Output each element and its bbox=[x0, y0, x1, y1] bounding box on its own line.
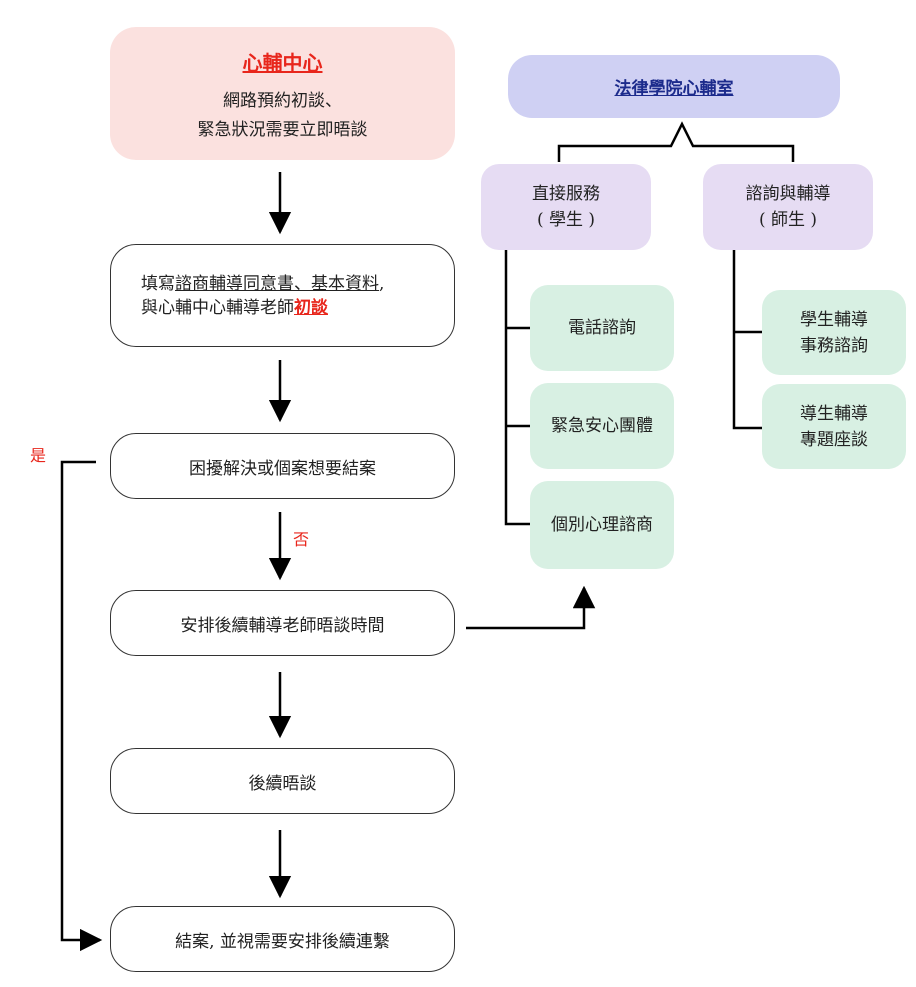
step-close-case: 結案, 並視需要安排後續連繫 bbox=[110, 906, 455, 972]
no-label: 否 bbox=[293, 530, 310, 549]
step2-text: 困擾解決或個案想要結案 bbox=[189, 458, 376, 479]
first-interview-link[interactable]: 初談 bbox=[294, 297, 328, 318]
student-affairs-consult-box: 學生輔導 事務諮詢 bbox=[762, 290, 906, 375]
step5-text: 結案, 並視需要安排後續連繫 bbox=[175, 931, 390, 952]
emergency-group-box: 緊急安心團體 bbox=[530, 383, 674, 469]
tree-consult-trunk bbox=[732, 250, 762, 430]
mentor-seminar-box: 導生輔導 專題座談 bbox=[762, 384, 906, 469]
direct-service-box: 直接服務 ( 學生 ) bbox=[481, 164, 651, 250]
step-fill-forms: 填寫諮商輔導同意書、基本資料, 與心輔中心輔導老師初談 bbox=[110, 244, 455, 347]
step-schedule-followup: 安排後續輔導老師晤談時間 bbox=[110, 590, 455, 656]
counseling-center-title[interactable]: 心輔中心 bbox=[242, 51, 323, 75]
tree-branch-top bbox=[557, 121, 795, 162]
student-affairs-line1: 學生輔導 bbox=[800, 309, 868, 330]
consult-guidance-audience: ( 師生 ) bbox=[758, 210, 818, 230]
step-resolve-or-close: 困擾解決或個案想要結案 bbox=[110, 433, 455, 499]
phone-consult-box: 電話諮詢 bbox=[530, 285, 674, 371]
step3-text: 安排後續輔導老師晤談時間 bbox=[180, 615, 385, 636]
step1-pre: 填寫 bbox=[141, 273, 175, 294]
individual-counseling-box: 個別心理諮商 bbox=[530, 481, 674, 569]
law-counseling-room-title[interactable]: 法律學院心輔室 bbox=[614, 79, 734, 99]
step1-line2-text: 與心輔中心輔導老師 bbox=[141, 297, 294, 318]
consent-forms-link[interactable]: 諮商輔導同意書、基本資料 bbox=[175, 273, 379, 294]
center-line-2: 緊急狀況需要立即晤談 bbox=[197, 120, 368, 140]
mentor-seminar-line1: 導生輔導 bbox=[800, 403, 868, 424]
step1-line1: 填寫諮商輔導同意書、基本資料, bbox=[141, 272, 384, 296]
consult-guidance-box: 諮詢與輔導 ( 師生 ) bbox=[703, 164, 873, 250]
direct-service-label: 直接服務 bbox=[532, 184, 600, 204]
consult-guidance-label: 諮詢與輔導 bbox=[745, 184, 831, 204]
center-line-1: 網路預約初談、 bbox=[223, 91, 342, 111]
step1-line2: 與心輔中心輔導老師初談 bbox=[141, 296, 328, 320]
student-affairs-line2: 事務諮詢 bbox=[800, 335, 868, 356]
arrow-yes-loop bbox=[60, 460, 103, 952]
emergency-group-label: 緊急安心團體 bbox=[551, 416, 653, 436]
arrow-step3-to-counseling bbox=[466, 585, 596, 630]
tree-direct-trunk bbox=[504, 250, 530, 526]
individual-counseling-label: 個別心理諮商 bbox=[551, 515, 653, 535]
step1-comma: , bbox=[379, 273, 385, 294]
counseling-center-box: 心輔中心 網路預約初談、 緊急狀況需要立即晤談 bbox=[110, 27, 455, 160]
step4-text: 後續晤談 bbox=[248, 773, 317, 794]
law-counseling-room-box: 法律學院心輔室 bbox=[508, 55, 840, 118]
yes-label: 是 bbox=[30, 446, 47, 465]
phone-consult-label: 電話諮詢 bbox=[568, 318, 636, 338]
direct-service-audience: ( 學生 ) bbox=[536, 210, 596, 230]
step-followup-session: 後續晤談 bbox=[110, 748, 455, 814]
mentor-seminar-line2: 專題座談 bbox=[800, 429, 868, 450]
